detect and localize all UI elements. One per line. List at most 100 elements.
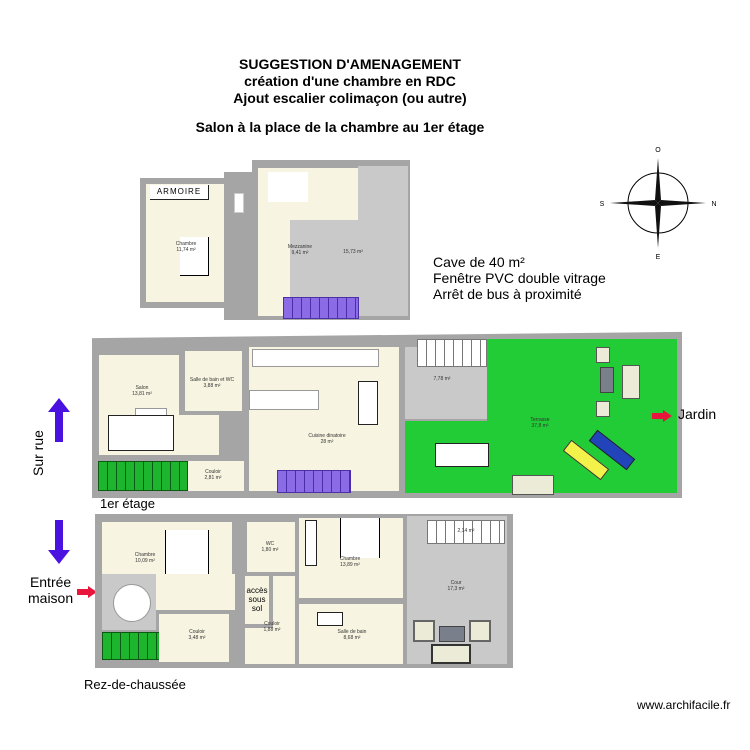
arrow-up-icon — [48, 398, 70, 442]
room-name: WC — [265, 541, 275, 547]
arrow-down-icon — [48, 520, 70, 564]
room-label: Salle de bain 8,68 m² — [332, 629, 372, 641]
sofa — [108, 415, 174, 451]
room-wc — [247, 522, 295, 572]
room-area: 2,81 m² — [204, 475, 222, 481]
room-label: Cuisine dinatoire 28 m² — [302, 433, 352, 445]
room-area: 15,73 m² — [343, 249, 363, 255]
plan-1er-etage: Salon 13,81 m² Salle de bain et WC 3,88 … — [92, 331, 682, 498]
bed — [340, 518, 380, 558]
stairs-exterior — [427, 520, 505, 544]
room-name: Mezzanine — [287, 244, 313, 250]
room-area: 13,81 m² — [132, 391, 152, 397]
room-name: Terrasse — [530, 417, 550, 423]
title-line-1: SUGGESTION D'AMENAGEMENT — [239, 56, 461, 72]
room-label: 2,14 m² — [451, 528, 481, 534]
room-label: Chambre 13,89 m² — [330, 556, 370, 568]
room-label: WC 1,80 m² — [255, 541, 285, 553]
low-table — [600, 367, 614, 393]
sofa — [431, 644, 471, 664]
room-area: 7,78 m² — [433, 376, 451, 382]
label-entree-maison: Entrée maison — [28, 574, 73, 606]
entree-line-2: maison — [28, 590, 74, 606]
room-area: 37,8 m² — [531, 423, 549, 429]
room-name: Chambre — [175, 241, 197, 247]
entree-line-1: Entrée — [29, 574, 72, 590]
room-area: 3,48 m² — [188, 635, 206, 641]
room-name: Couloir — [264, 621, 280, 627]
room-label: Salon 13,81 m² — [127, 385, 157, 397]
room-area: 3,88 m² — [203, 383, 221, 389]
window — [234, 193, 244, 213]
label-jardin: Jardin — [678, 406, 717, 422]
room-name: Salle de bain — [337, 629, 367, 635]
info-cave: Cave de 40 m² — [433, 254, 525, 270]
info-bus: Arrêt de bus à proximité — [433, 286, 582, 302]
room-salon — [179, 415, 219, 455]
room-area: 10,09 m² — [135, 558, 155, 564]
label-rdc: Rez-de-chaussée — [84, 677, 186, 692]
svg-text:O: O — [655, 147, 661, 154]
armoire: ARMOIRE — [150, 185, 209, 200]
svg-text:E: E — [656, 254, 661, 260]
garden-table — [435, 443, 489, 467]
acces-sous-sol — [245, 576, 269, 624]
room-label: Cour 17,3 m² — [441, 580, 471, 592]
chair — [596, 401, 610, 417]
label-1er-etage: 1er étage — [100, 496, 155, 511]
bed — [180, 237, 209, 276]
room-area: 17,3 m² — [447, 586, 465, 592]
title-line-2: création d'une chambre en RDC — [244, 73, 456, 89]
chair — [596, 347, 610, 363]
room-name: Couloir — [189, 629, 205, 635]
room-area: 2,14 m² — [457, 528, 475, 534]
barbecue — [512, 475, 554, 495]
svg-text:N: N — [711, 201, 716, 208]
room-name: Couloir — [205, 469, 221, 475]
room-label: Couloir 3,48 m² — [182, 629, 212, 641]
watermark-link[interactable]: www.archifacile.fr — [637, 698, 731, 712]
room-couloir-1 — [159, 614, 229, 662]
room-name: Chambre — [134, 552, 156, 558]
room-vide — [358, 166, 408, 226]
compass-rose-icon: O E S N — [596, 140, 720, 261]
kitchen-island — [249, 390, 319, 410]
bed — [165, 530, 209, 580]
spiral-staircase — [113, 584, 151, 622]
room-label: Chambre 11,74 m² — [166, 241, 206, 253]
wardrobe — [305, 520, 317, 566]
room-chambre-1 — [155, 574, 235, 610]
label-sur-rue: Sur rue — [30, 430, 46, 476]
room-salle-de-bain — [185, 351, 242, 411]
info-fenetre: Fenêtre PVC double vitrage — [433, 270, 606, 286]
kitchen-unit — [268, 172, 308, 202]
room-area: 28 m² — [320, 439, 334, 445]
entrance-arrow-icon — [77, 585, 97, 598]
room-label: Terrasse 37,8 m² — [520, 417, 560, 429]
chair — [469, 620, 491, 642]
room-area: 1,88 m² — [263, 627, 281, 633]
room-label: Couloir 1,88 m² — [257, 621, 287, 633]
room-area: 11,74 m² — [176, 247, 196, 253]
sink — [317, 612, 343, 626]
chair — [413, 620, 435, 642]
room-label: 7,78 m² — [427, 376, 457, 382]
room-salle-de-bain — [299, 604, 403, 664]
room-name: Salon — [135, 385, 149, 391]
room-name: Cour — [450, 580, 462, 586]
svg-text:S: S — [600, 201, 605, 208]
room-name: Cuisine dinatoire — [308, 433, 346, 439]
room-area: 13,89 m² — [340, 562, 360, 568]
label-acces-sous-sol: accès sous sol — [246, 586, 268, 613]
room-label: Couloir 2,81 m² — [198, 469, 228, 481]
room-label: Chambre 10,09 m² — [125, 552, 165, 564]
low-table — [439, 626, 465, 642]
stairs-existing — [98, 461, 188, 491]
kitchen-counter — [252, 349, 379, 367]
room-label: 15,73 m² — [333, 249, 373, 255]
room-area: 9,41 m² — [291, 250, 309, 256]
room-couloir-2 — [273, 576, 295, 664]
armchair — [622, 365, 640, 399]
plan-rdc: accès sous sol Chambre 10,09 m² WC 1,80 … — [95, 508, 513, 668]
room-terrasse — [487, 339, 677, 493]
